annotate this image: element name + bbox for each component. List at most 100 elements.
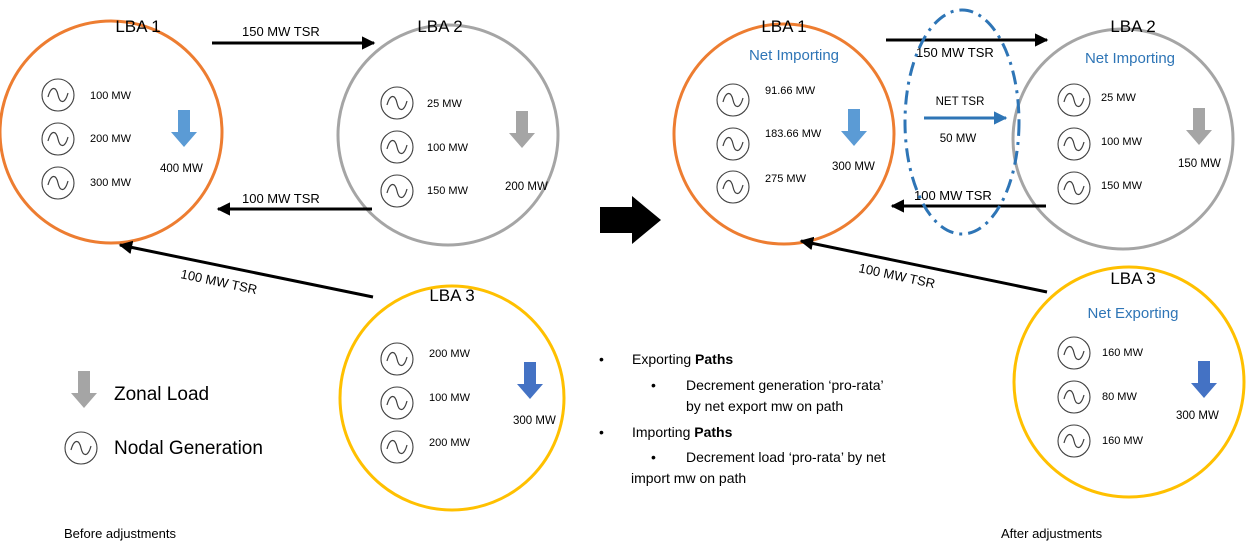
before-lba1-load-icon (171, 110, 197, 147)
before-lba2-gen1: 25 MW (427, 98, 462, 110)
after-lba3-gen2: 80 MW (1102, 391, 1137, 403)
after-lba1-title: LBA 1 (761, 17, 806, 36)
after-lba1-gen2-icon (716, 127, 750, 161)
after-lba2-gen1-icon (1057, 83, 1091, 117)
transition-right-arrow-icon (600, 196, 661, 244)
net-tsr-label: NET TSR (936, 96, 985, 108)
after-lba1-gen3-icon (716, 170, 750, 204)
before-lba3-title: LBA 3 (429, 286, 474, 305)
before-lba2-gen3: 150 MW (427, 185, 469, 197)
before-lba3-gen2: 100 MW (429, 392, 471, 404)
before-lba3-gen2-icon (380, 386, 414, 420)
before-lba2-gen1-icon (380, 86, 414, 120)
after-lba3: LBA 3 Net Exporting 160 MW 80 MW 160 MW … (1012, 265, 1246, 499)
legend-generation-icon (64, 431, 98, 465)
before-lba3-load: 300 MW (513, 415, 556, 427)
before-lba1-gen2-icon (41, 122, 75, 156)
before-lba1: LBA 1 100 MW 200 MW 300 MW 400 MW (0, 17, 224, 245)
after-lba3-gen1: 160 MW (1102, 347, 1144, 359)
after-lba1-load: 300 MW (832, 161, 875, 173)
before-lba1-load: 400 MW (160, 163, 203, 175)
before-panel: LBA 1 100 MW 200 MW 300 MW 400 MW LBA 2 … (0, 17, 566, 541)
after-lba3-gen2-icon (1057, 380, 1091, 414)
bullet-importing-sub-line1: Decrement load ‘pro-rata’ by net (686, 449, 886, 465)
after-lba3-title: LBA 3 (1110, 269, 1155, 288)
after-lba3-load: 300 MW (1176, 410, 1219, 422)
after-lba2: LBA 2 Net Importing 25 MW 100 MW 150 MW … (1011, 17, 1235, 251)
before-lba2-gen2-icon (380, 130, 414, 164)
after-caption: After adjustments (1001, 526, 1103, 541)
after-lba1-gen1-icon (716, 83, 750, 117)
after-lba1-status: Net Importing (749, 47, 839, 64)
after-lba1-circle (672, 22, 896, 246)
before-lba3-gen1-icon (380, 342, 414, 376)
before-lba2-load: 200 MW (505, 181, 548, 193)
after-lba1: LBA 1 Net Importing 91.66 MW 183.66 MW 2… (672, 17, 896, 246)
bullet-exporting-sub-line1: Decrement generation ‘pro-rata’ (686, 377, 884, 393)
bullet-importing-sub-line2: import mw on path (631, 470, 746, 486)
bullet-exporting-sub-line2: by net export mw on path (686, 398, 843, 414)
after-link-lba3-to-lba1 (799, 236, 1048, 294)
after-lba1-gen1: 91.66 MW (765, 85, 816, 97)
after-lba3-gen3: 160 MW (1102, 435, 1144, 447)
after-lba1-gen3: 275 MW (765, 173, 807, 185)
net-tsr-highlight-ellipse (903, 8, 1021, 236)
bullet-dot-2: • (599, 424, 604, 440)
before-lba2-gen3-icon (380, 174, 414, 208)
before-lba1-gen3-icon (41, 166, 75, 200)
before-link-lba1-to-lba2-label: 150 MW TSR (242, 24, 320, 39)
after-link-lba2-to-lba1-label: 100 MW TSR (914, 188, 992, 203)
after-lba3-gen1-icon (1057, 336, 1091, 370)
after-lba2-gen2: 100 MW (1101, 136, 1143, 148)
before-lba3-load-icon (517, 362, 543, 399)
after-lba2-circle (1011, 27, 1235, 251)
before-lba3-gen1: 200 MW (429, 348, 471, 360)
before-lba2-circle (336, 23, 560, 247)
after-lba1-gen2: 183.66 MW (765, 128, 822, 140)
before-lba2-gen2: 100 MW (427, 142, 469, 154)
after-lba3-gen3-icon (1057, 424, 1091, 458)
before-lba1-title: LBA 1 (115, 17, 160, 36)
after-lba3-circle (1012, 265, 1246, 499)
after-lba2-load-icon (1186, 108, 1212, 145)
after-lba1-load-icon (841, 109, 867, 146)
before-lba1-gen1-icon (41, 78, 75, 112)
after-lba3-status: Net Exporting (1088, 305, 1179, 322)
before-link-lba2-to-lba1-label: 100 MW TSR (242, 191, 320, 206)
bullet-dot-2a: • (651, 449, 656, 465)
after-lba2-status: Net Importing (1085, 50, 1175, 67)
before-lba3-gen3: 200 MW (429, 437, 471, 449)
before-lba1-gen3: 300 MW (90, 177, 132, 189)
before-lba2-load-icon (509, 111, 535, 148)
after-lba2-gen3: 150 MW (1101, 180, 1143, 192)
after-lba2-gen2-icon (1057, 127, 1091, 161)
after-lba2-gen1: 25 MW (1101, 92, 1136, 104)
after-lba2-load: 150 MW (1178, 158, 1221, 170)
before-lba3-gen3-icon (380, 430, 414, 464)
legend-nodal-generation: Nodal Generation (114, 438, 263, 459)
after-lba2-title: LBA 2 (1110, 17, 1155, 36)
after-link-lba3-to-lba1-label: 100 MW TSR (857, 260, 936, 291)
before-lba1-gen1: 100 MW (90, 90, 132, 102)
before-lba3: LBA 3 200 MW 100 MW 200 MW 300 MW (338, 284, 566, 512)
after-lba2-gen3-icon (1057, 171, 1091, 205)
before-lba1-gen2: 200 MW (90, 133, 132, 145)
bullet-notes: • Exporting Paths • Decrement generation… (599, 351, 886, 486)
legend-zonal-load: Zonal Load (114, 384, 209, 405)
before-lba1-circle (0, 19, 224, 245)
legend-load-icon (71, 371, 97, 408)
after-panel: LBA 1 Net Importing 91.66 MW 183.66 MW 2… (672, 8, 1246, 541)
after-lba3-load-icon (1191, 361, 1217, 398)
before-link-lba3-to-lba1 (118, 240, 374, 299)
before-caption: Before adjustments (64, 526, 177, 541)
net-tsr-value: 50 MW (940, 133, 977, 145)
bullet-importing-paths: Importing Paths (632, 424, 733, 440)
bullet-dot-1a: • (651, 377, 656, 393)
before-lba2: LBA 2 25 MW 100 MW 150 MW 200 MW (336, 17, 560, 247)
bullet-exporting-paths: Exporting Paths (632, 351, 733, 367)
after-link-lba1-to-lba2-label: 150 MW TSR (916, 45, 994, 60)
before-lba3-circle (338, 284, 566, 512)
before-lba2-title: LBA 2 (417, 17, 462, 36)
bullet-dot-1: • (599, 351, 604, 367)
